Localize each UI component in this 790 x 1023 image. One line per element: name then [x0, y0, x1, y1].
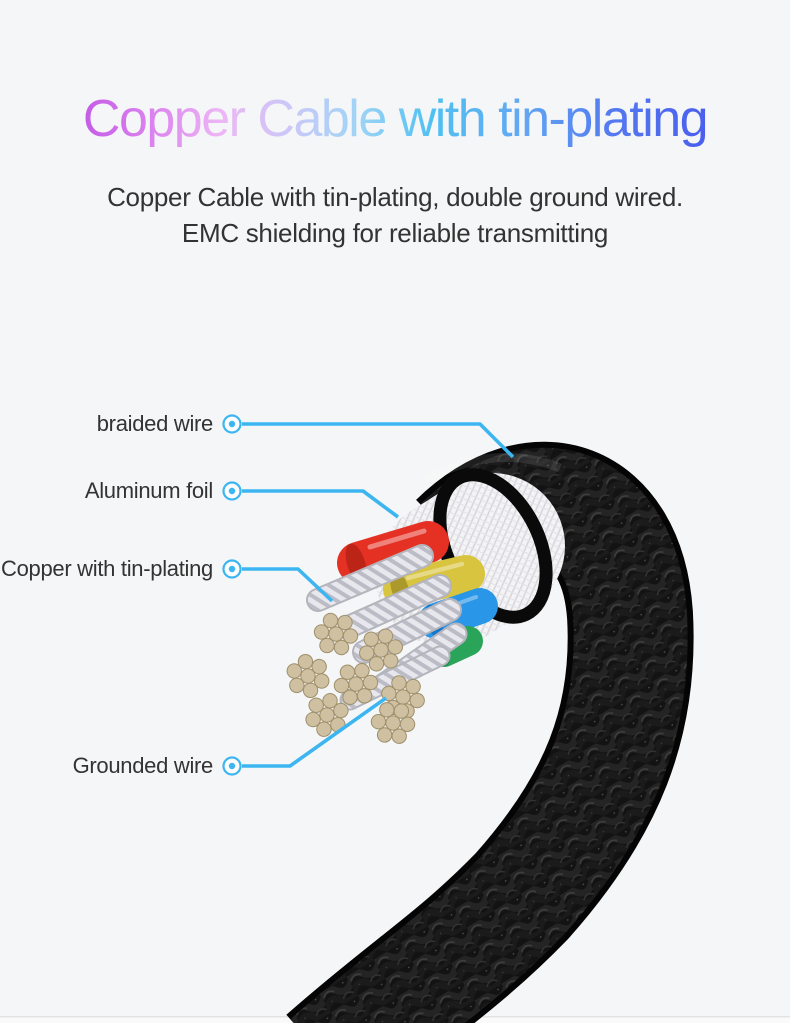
- callout-marker-copper-tin: [222, 559, 242, 579]
- marker-ring-stroke: [222, 559, 242, 579]
- marker-dot: [228, 487, 236, 495]
- page-subtitle: Copper Cable with tin-plating, double gr…: [0, 179, 790, 251]
- tinned-strand-2: [330, 574, 452, 642]
- callout-marker-braided-wire: [222, 414, 242, 434]
- leader-line-copper-tin: [242, 567, 334, 603]
- marker-ring-stroke: [222, 756, 242, 776]
- leader-line-grounded-wire: [242, 696, 388, 768]
- tinned-strand-1: [306, 544, 434, 612]
- callout-markers: [222, 414, 242, 776]
- callout-label-aluminum-foil: Aluminum foil: [84, 478, 213, 503]
- subtitle-line-2: EMC shielding for reliable transmitting: [181, 218, 609, 248]
- callout-marker-aluminum-foil: [222, 481, 242, 501]
- page-title: Copper Cable with tin-plating: [0, 84, 790, 154]
- braided-cable-body: [286, 441, 694, 1023]
- marker-dot: [228, 420, 236, 428]
- leader-line-braided-wire: [242, 422, 515, 459]
- wire-highlight-yellow: [405, 561, 465, 581]
- marker-dot: [228, 762, 236, 770]
- marker-dot: [228, 565, 236, 573]
- callout-label-grounded-wire: Grounded wire: [72, 753, 214, 778]
- marker-ring-stroke: [222, 481, 242, 501]
- tinned-copper-strands: [306, 544, 468, 711]
- leader-line-aluminum-foil: [242, 489, 400, 519]
- callout-marker-grounded-wire: [222, 756, 242, 776]
- callout-label-braided-wire: braided wire: [96, 411, 214, 436]
- subtitle-line-1: Copper Cable with tin-plating, double gr…: [107, 182, 683, 212]
- callout-label-copper-tin: Copper with tin-plating: [1, 556, 213, 581]
- page-title-text: Copper Cable with tin-plating: [83, 84, 709, 154]
- callout-leader-lines: [242, 422, 515, 768]
- wire-highlight-red: [367, 528, 427, 550]
- marker-ring-stroke: [222, 414, 242, 434]
- cable-braid-texture: [290, 447, 688, 1023]
- sheath-highlight: [422, 452, 562, 484]
